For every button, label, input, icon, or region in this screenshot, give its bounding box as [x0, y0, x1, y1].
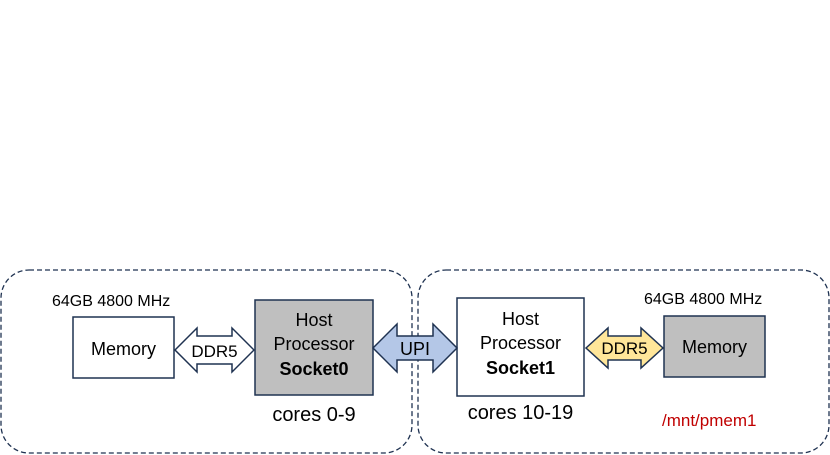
socket0-group: 64GB 4800 MHz Memory DDR5 Host Processor… — [0, 269, 413, 454]
socket0-cores-label: cores 0-9 — [272, 404, 355, 426]
socket1-ddr5-label: DDR5 — [601, 339, 647, 358]
socket1-memory-box — [663, 315, 766, 378]
socket1-cores-label: cores 10-19 — [468, 402, 574, 424]
socket0-boundary — [0, 269, 413, 454]
socket0-ddr5-label: DDR5 — [191, 342, 237, 361]
upi-label: UPI — [400, 339, 430, 359]
socket1-processor-name: Socket1 — [486, 358, 555, 378]
socket1-group: Host Processor Socket1 cores 10-19 DDR5 … — [417, 269, 830, 454]
socket1-ddr5-arrow — [584, 326, 665, 370]
socket0-memory-label: Memory — [91, 339, 156, 359]
socket0-ddr5-arrow — [173, 326, 256, 374]
socket0-processor-line1: Host — [295, 310, 332, 330]
upi-link: UPI — [371, 322, 459, 374]
socket1-boundary — [417, 269, 830, 454]
socket0-processor-line2: Processor — [273, 334, 354, 354]
socket0-processor-name: Socket0 — [279, 359, 348, 379]
upi-arrow — [371, 322, 459, 374]
socket0-memory-spec: 64GB 4800 MHz — [52, 293, 170, 310]
socket0-memory-box — [72, 316, 175, 379]
socket1-processor-line2: Processor — [480, 333, 561, 353]
socket1-mount-path: /mnt/pmem1 — [662, 411, 756, 430]
socket1-memory-spec: 64GB 4800 MHz — [644, 291, 762, 308]
socket1-processor-line1: Host — [502, 309, 539, 329]
socket1-memory-label: Memory — [682, 337, 747, 357]
socket1-processor-box — [456, 297, 585, 397]
socket0-processor-box — [254, 299, 374, 396]
